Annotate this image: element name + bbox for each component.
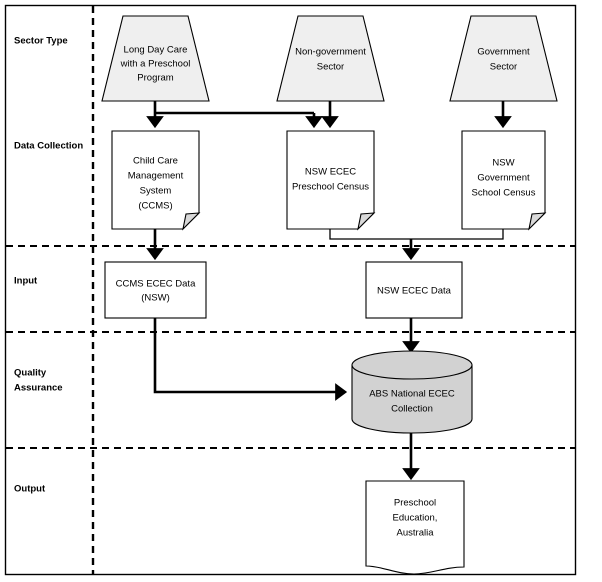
nsw-ecec-preschool-census-label-line2: Preschool Census (292, 182, 369, 193)
ccms-fold-icon (182, 212, 201, 231)
preschool-education-australia-label-line2: Education, (393, 513, 438, 524)
diagram-frame (4, 4, 577, 576)
abs-collection-label-line1: ABS National ECEC (369, 389, 455, 400)
non-government-sector-label-line1: Non-government (295, 47, 366, 58)
non-government-sector-shape (276, 15, 385, 102)
node-nsw-ecec-preschool-census[interactable]: NSW ECEC Preschool Census (286, 130, 376, 231)
lane-label-quality-assurance-line2: Assurance (14, 383, 63, 394)
abs-collection-cylinder-body (351, 364, 473, 434)
node-long-day-care[interactable]: Long Day Care with a Preschool Program (101, 15, 210, 102)
lane-label-quality-assurance-line1: Quality (14, 368, 47, 379)
node-preschool-education-australia[interactable]: Preschool Education, Australia (365, 480, 465, 575)
preschool-education-australia-label-line3: Australia (397, 528, 435, 539)
connector-ccms-data-to-abs (153, 318, 348, 401)
nsw-government-school-census-label-line2: Government (477, 173, 530, 184)
node-ccms-ecec-data[interactable]: CCMS ECEC Data (NSW) (104, 261, 207, 319)
abs-collection-label-line2: Collection (391, 404, 433, 415)
node-government-sector[interactable]: Government Sector (449, 15, 558, 102)
long-day-care-label-line3: Program (137, 73, 174, 84)
ccms-ecec-data-label-line2: (NSW) (141, 293, 170, 304)
preschool-education-australia-label-line1: Preschool (394, 498, 436, 509)
lane-label-input: Input (14, 276, 38, 287)
lane-label-data-collection: Data Collection (14, 141, 83, 152)
government-sector-shape (449, 15, 558, 102)
nsw-ecec-data-shape (365, 261, 463, 319)
preschool-education-australia-shape (365, 480, 465, 575)
ccms-label-line2: Management (128, 171, 184, 182)
connector-census-merge-bus (329, 229, 504, 240)
long-day-care-label-line1: Long Day Care (124, 45, 188, 56)
node-ccms[interactable]: Child Care Management System (CCMS) (111, 130, 201, 231)
abs-collection-cylinder-top (351, 350, 473, 380)
node-nsw-ecec-data[interactable]: NSW ECEC Data (365, 261, 463, 319)
long-day-care-label-line2: with a Preschool (120, 59, 191, 70)
ccms-label-line4: (CCMS) (138, 201, 172, 212)
long-day-care-shape (101, 15, 210, 102)
government-sector-label-line1: Government (477, 47, 530, 58)
nsw-government-school-census-label-line1: NSW (492, 158, 514, 169)
government-sector-label-line2: Sector (490, 62, 517, 73)
ccms-ecec-data-shape (104, 261, 207, 319)
nsw-ecec-preschool-census-label-line1: NSW ECEC (305, 167, 356, 178)
lane-label-sector-type: Sector Type (14, 36, 68, 47)
nsw-ecec-preschool-census-fold-icon (357, 212, 376, 231)
nsw-ecec-data-label-line1: NSW ECEC Data (377, 286, 452, 297)
ccms-label-line1: Child Care (133, 156, 178, 167)
node-abs-national-ecec-collection[interactable]: ABS National ECEC Collection (351, 350, 473, 434)
nsw-government-school-census-label-line3: School Census (472, 188, 536, 199)
non-government-sector-label-line2: Sector (317, 62, 344, 73)
lane-label-output: Output (14, 484, 46, 495)
node-non-government-sector[interactable]: Non-government Sector (276, 15, 385, 102)
node-nsw-government-school-census[interactable]: NSW Government School Census (461, 130, 547, 231)
ccms-ecec-data-label-line1: CCMS ECEC Data (116, 279, 196, 290)
ccms-label-line3: System (140, 186, 172, 197)
nsw-government-school-census-fold-icon (528, 212, 547, 231)
